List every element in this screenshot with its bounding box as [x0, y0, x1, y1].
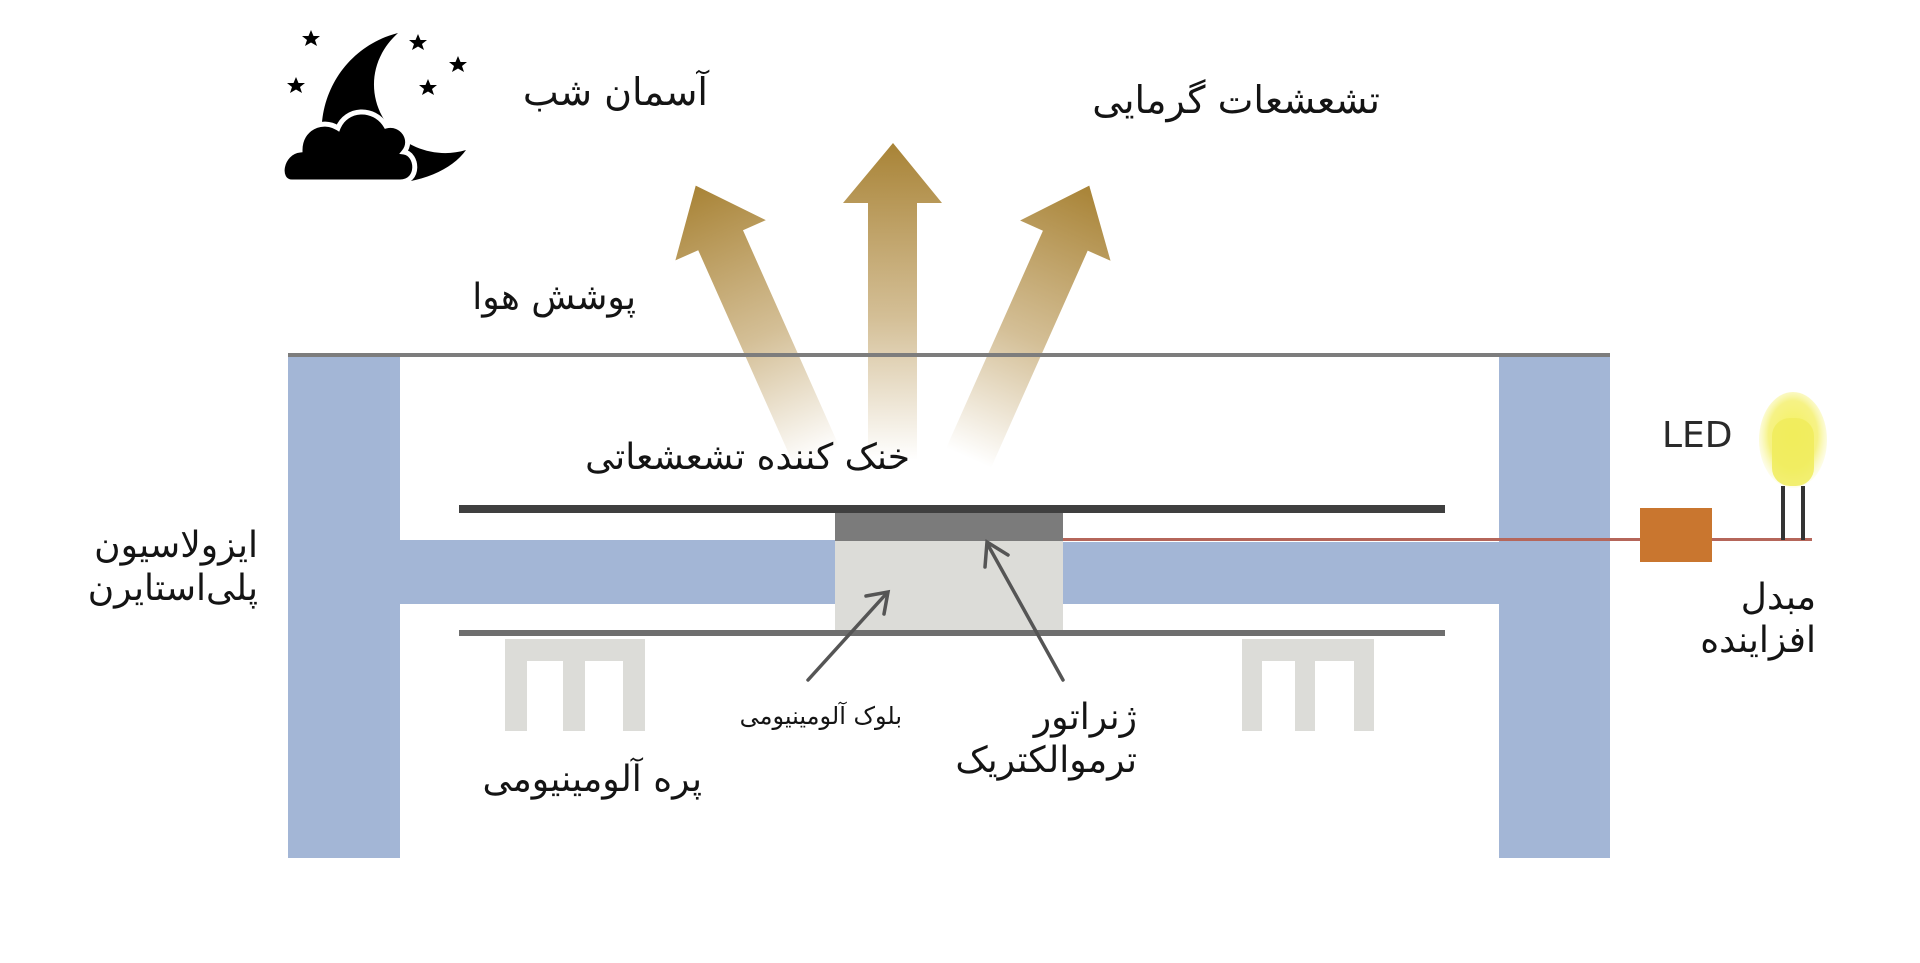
- air-cover-label: پوشش هوا: [472, 277, 636, 318]
- left-insulation-pillar: [288, 355, 400, 858]
- boost-converter-label-line2: افزاینده: [1700, 620, 1816, 662]
- insulation-label-line1: ایزولاسیون: [94, 525, 258, 566]
- pointer-arrow-te-generator: [983, 539, 1065, 682]
- bottom-plate: [459, 630, 1445, 636]
- night-sky-label: آسمان شب: [522, 70, 708, 114]
- radiative-cooler-label: خنک کننده تشعشعاتی: [585, 437, 910, 478]
- aluminum-fin-left: [505, 639, 645, 731]
- aluminum-fin-label: پره آلومینیومی: [482, 759, 702, 800]
- radiative-cooler-plate: [459, 505, 1445, 513]
- pointer-arrow-aluminum-block: [806, 589, 891, 682]
- right-insulation-pillar: [1499, 355, 1610, 858]
- air-cover-film: [288, 353, 1610, 357]
- te-generator-label: ژنراتور ترموالکتریک: [905, 696, 1137, 782]
- insulation-label-line2: پلی‌استایرن: [87, 568, 258, 610]
- electrical-wire: [1063, 538, 1812, 541]
- aluminum-fin-right: [1242, 639, 1374, 731]
- thermoelectric-generator: [835, 513, 1063, 541]
- upward-arrow-icon: [675, 185, 840, 468]
- te-generator-label-line1: ژنراتور: [1033, 697, 1137, 738]
- polystyrene-insulation-label: ایزولاسیون پلی‌استایرن: [30, 524, 258, 610]
- polystyrene-insulation: [288, 355, 1610, 858]
- upward-arrow-icon: [946, 185, 1111, 469]
- aluminum-block: [835, 541, 1063, 631]
- left-insulation-arm: [400, 540, 835, 604]
- led-label: LED: [1662, 415, 1733, 456]
- right-insulation-arm: [1063, 542, 1499, 604]
- aluminum-block-label: بلوک آلومینیومی: [739, 702, 902, 730]
- upward-arrow-icon: [843, 143, 942, 460]
- thermal-radiation-arrows: [675, 143, 1111, 469]
- boost-converter-label-line1: مبدل: [1740, 577, 1816, 618]
- led-bulb-icon: [1759, 392, 1827, 540]
- thermal-radiation-label: تشعشعات گرمایی: [1092, 78, 1380, 122]
- star-icon: [287, 30, 467, 95]
- moon-cloud-stars-icon: [279, 30, 467, 185]
- boost-converter-label: مبدل افزاینده: [1650, 576, 1816, 662]
- boost-converter-box: [1640, 508, 1712, 562]
- cloud-icon: [279, 109, 418, 185]
- te-generator-label-line2: ترموالکتریک: [955, 740, 1137, 782]
